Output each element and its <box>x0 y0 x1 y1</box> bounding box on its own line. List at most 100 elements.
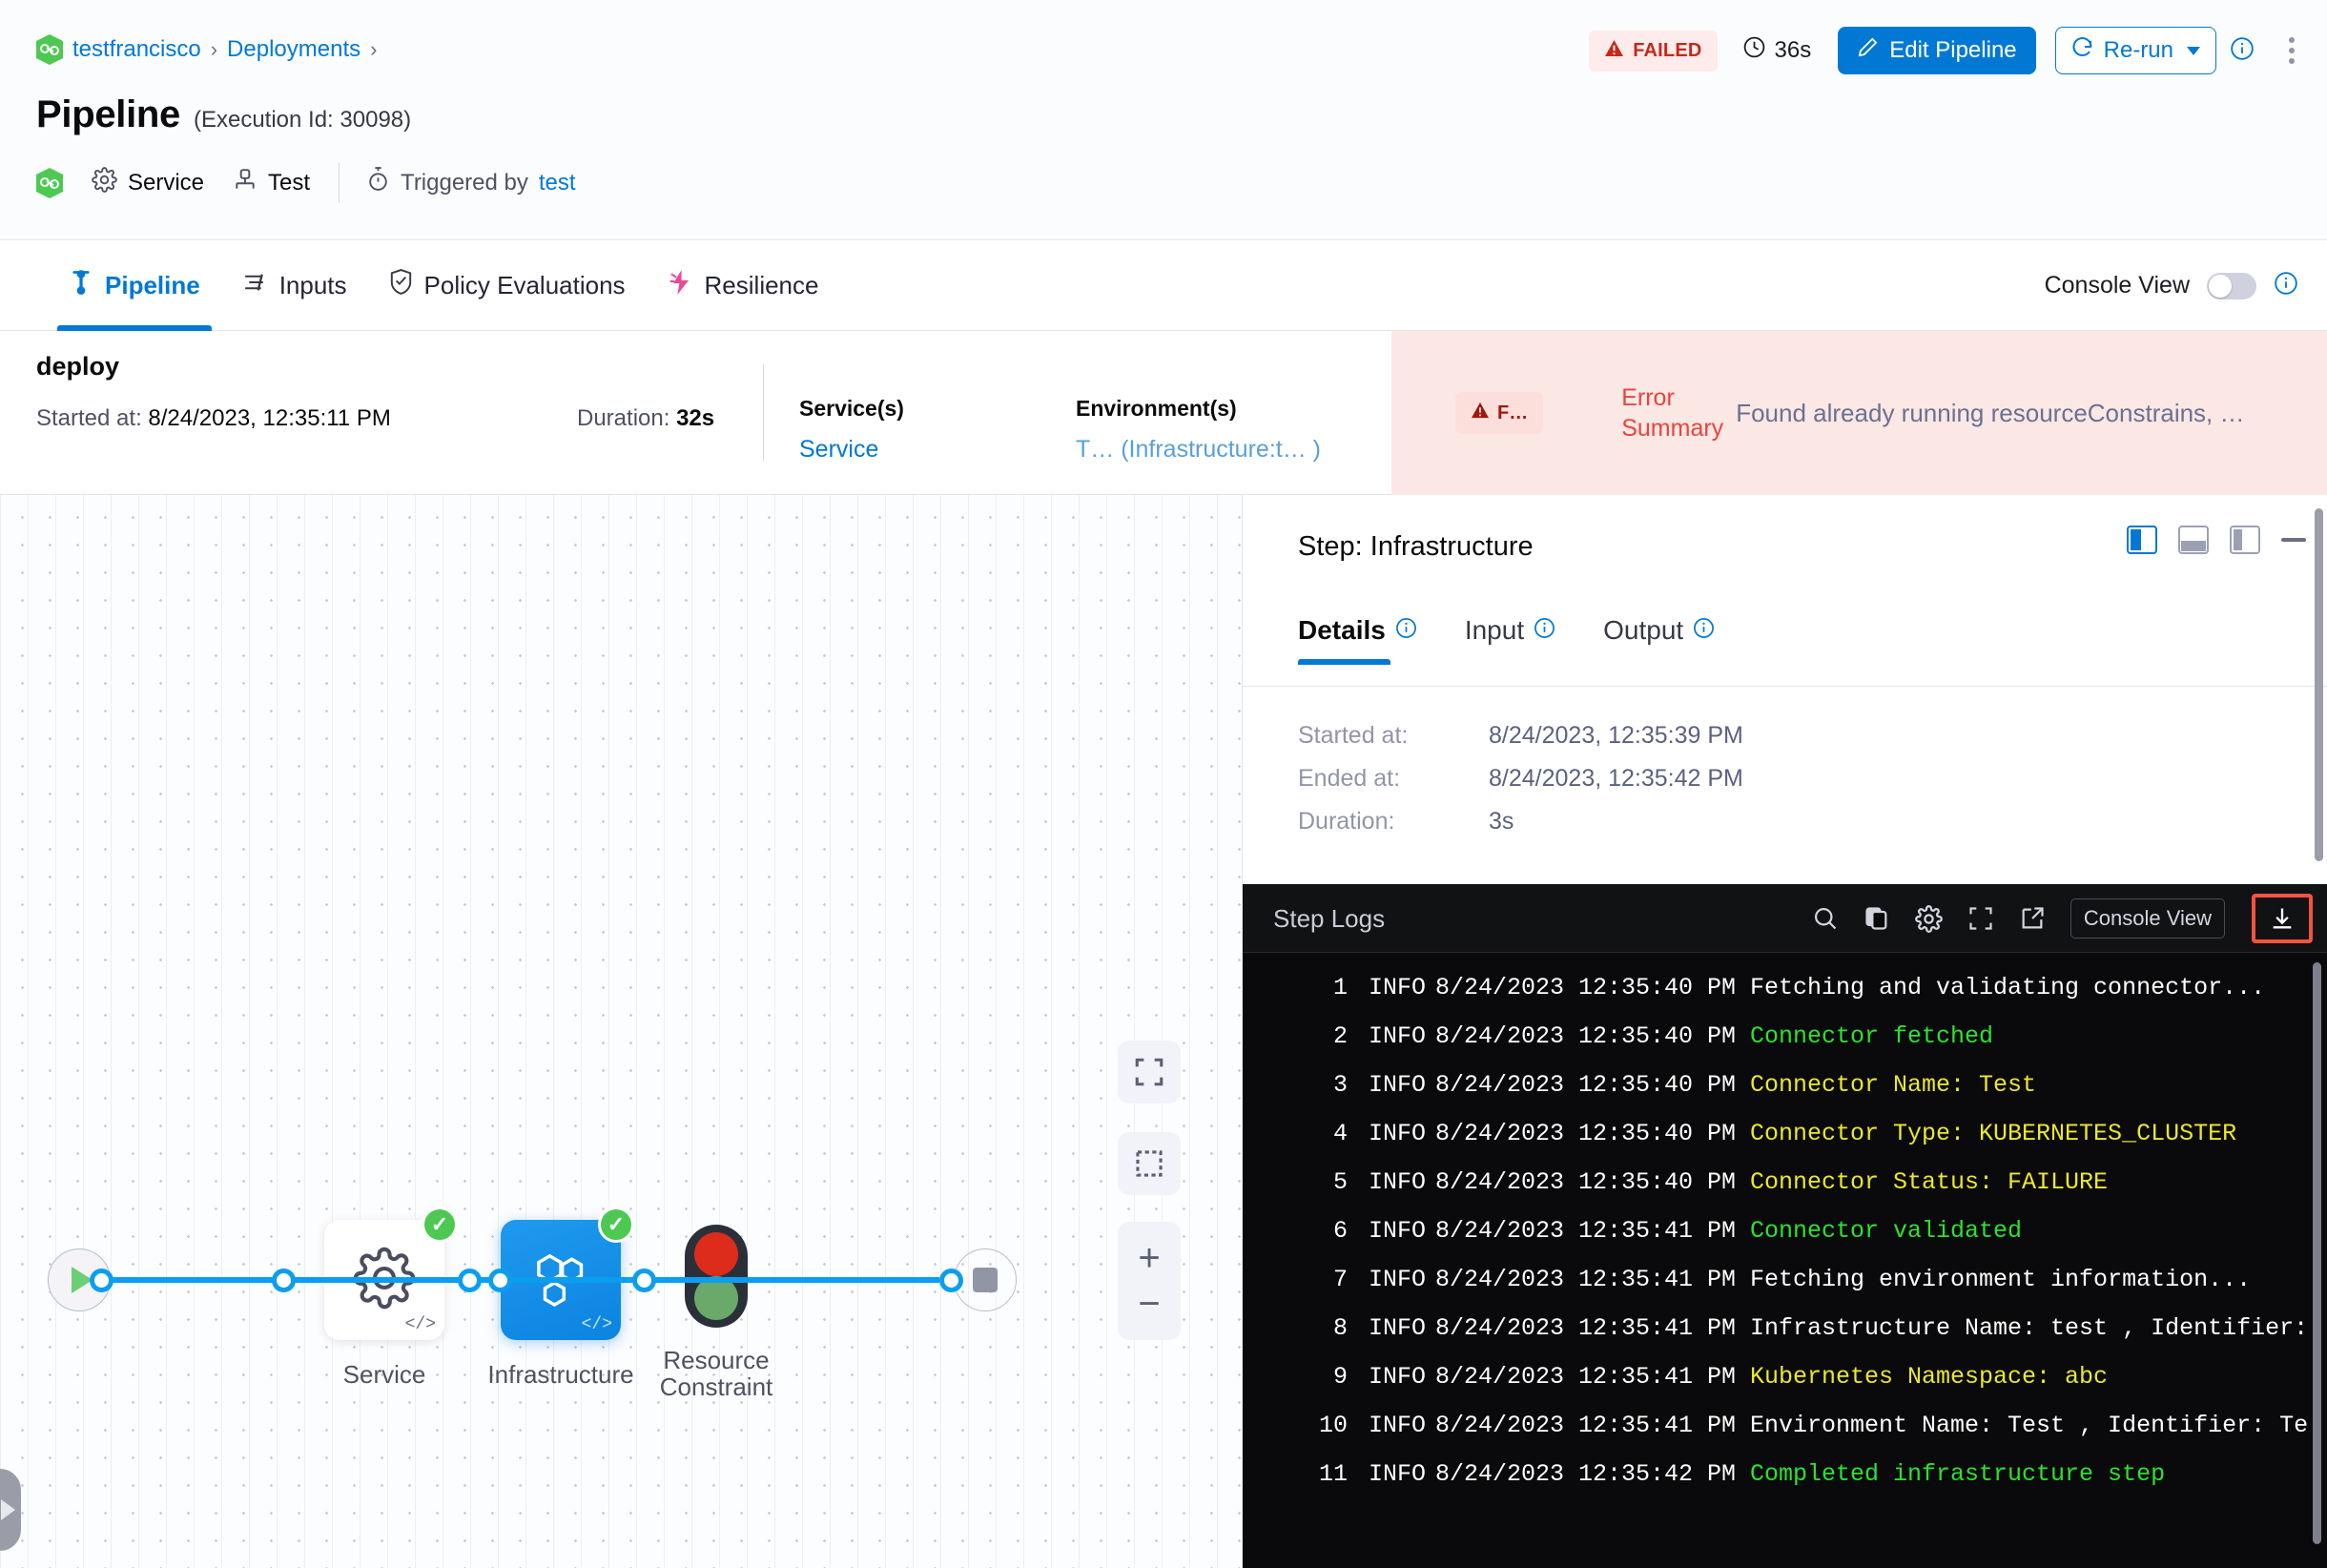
error-summary-label: Error Summary <box>1621 384 1724 442</box>
step-panel-tabs: Details Input Output <box>1298 615 1715 665</box>
info-icon[interactable] <box>1693 615 1715 646</box>
step-tab-details-label: Details <box>1298 615 1386 645</box>
zoom-in-button[interactable]: + <box>1138 1237 1161 1279</box>
start-node-icon <box>48 1248 111 1311</box>
left-drawer-handle[interactable] <box>0 1469 21 1551</box>
graph-node-start[interactable] <box>48 1248 111 1311</box>
log-message: Environment Name: Test , Identifier: Te <box>1750 1412 2309 1439</box>
step-panel-tab-divider <box>1243 686 2327 687</box>
download-logs-button[interactable] <box>2252 894 2313 943</box>
tab-policy-evaluations[interactable]: Policy Evaluations <box>368 240 647 331</box>
triggered-by-user[interactable]: test <box>538 170 576 196</box>
services-header: Service(s) <box>799 396 904 421</box>
resource-constraint-node-label: Resource Constraint <box>592 1347 840 1400</box>
layout-right-icon[interactable] <box>2230 526 2260 554</box>
error-status-badge-label: F… <box>1497 402 1529 423</box>
stage-started-label: Started at: <box>36 405 142 431</box>
environments-value[interactable]: T… (Infrastructure:t… ) <box>1076 436 1321 463</box>
breadcrumb-separator-2: › <box>370 37 378 61</box>
panel-scrollbar[interactable] <box>2315 508 2323 861</box>
resilience-icon <box>668 269 693 302</box>
environments-header: Environment(s) <box>1076 396 1237 421</box>
zoom-controls[interactable]: + − <box>1118 1222 1181 1340</box>
log-level: INFO <box>1369 1363 1427 1391</box>
log-line-number: 2 <box>1332 1022 1348 1050</box>
play-icon <box>71 1267 93 1293</box>
logs-console-view-button[interactable]: Console View <box>2070 898 2225 939</box>
log-line-number: 8 <box>1332 1314 1348 1342</box>
step-tab-input[interactable]: Input <box>1465 615 1555 665</box>
harness-badge-icon <box>36 168 63 198</box>
tab-resilience[interactable]: Resilience <box>647 240 840 331</box>
triggered-by-label: Triggered by <box>401 170 528 196</box>
pipeline-graph-canvas[interactable]: ✓ </> Service ✓ </> Infrastructure <box>0 495 1242 1568</box>
copy-icon[interactable] <box>1864 905 1890 932</box>
step-logs-toolbar: Console View <box>1812 884 2313 953</box>
fullscreen-icon[interactable] <box>1967 905 1994 932</box>
step-tab-details[interactable]: Details <box>1298 615 1417 665</box>
tab-inputs[interactable]: Inputs <box>221 240 368 331</box>
gear-icon <box>92 167 117 199</box>
console-view-info-icon[interactable] <box>2274 271 2298 300</box>
log-line-number: 1 <box>1332 974 1348 1001</box>
step-details-panel: Step: Infrastructure Details Input Outpu… <box>1242 495 2327 1568</box>
stage-started-value: 8/24/2023, 12:35:11 PM <box>148 405 391 431</box>
log-line-number: 3 <box>1332 1071 1348 1099</box>
meta-environment: Test <box>233 168 310 199</box>
main-tab-bar: Pipeline Inputs Policy Evaluations Resil… <box>0 240 2327 331</box>
harness-logo-icon <box>36 34 63 65</box>
fit-to-screen-button[interactable] <box>1118 1041 1181 1104</box>
graph-node-resource-constraint-box[interactable]: Resource Constraint <box>660 1225 772 1400</box>
infrastructure-node-label: Infrastructure <box>487 1360 634 1389</box>
open-external-icon[interactable] <box>2019 905 2046 932</box>
services-value[interactable]: Service <box>799 436 879 463</box>
layout-bottom-icon[interactable] <box>2178 526 2209 554</box>
re-run-button[interactable]: Re-run <box>2054 27 2216 74</box>
port-service-in <box>272 1269 296 1292</box>
port-service-out <box>458 1269 482 1292</box>
console-view-toggle[interactable] <box>2207 272 2256 299</box>
pipeline-icon <box>69 269 93 302</box>
tab-pipeline[interactable]: Pipeline <box>48 240 221 331</box>
port-infrastructure-out <box>632 1269 656 1292</box>
log-line-number: 7 <box>1332 1266 1348 1293</box>
status-badge: FAILED <box>1589 30 1718 72</box>
log-timestamp: 8/24/2023 12:35:40 PM <box>1435 1168 1737 1196</box>
chevron-down-icon <box>2187 46 2200 55</box>
stage-duration: Duration: 32s <box>577 405 714 432</box>
log-timestamp: 8/24/2023 12:35:41 PM <box>1435 1217 1737 1245</box>
edge-infrastructure-resource <box>453 1277 939 1283</box>
zoom-out-button[interactable]: − <box>1138 1283 1161 1325</box>
minimize-icon[interactable] <box>2281 538 2306 542</box>
marquee-select-button[interactable] <box>1118 1132 1181 1195</box>
gear-icon[interactable] <box>1914 904 1943 933</box>
info-icon[interactable] <box>2230 36 2255 66</box>
layout-left-icon[interactable] <box>2127 526 2157 554</box>
log-message: Connector Name: Test <box>1750 1071 2037 1099</box>
step-panel-layout-controls <box>2127 526 2306 554</box>
code-icon: </> <box>581 1315 612 1334</box>
log-timestamp: 8/24/2023 12:35:41 PM <box>1435 1314 1737 1342</box>
edit-pipeline-button[interactable]: Edit Pipeline <box>1838 27 2036 74</box>
step-tab-output[interactable]: Output <box>1603 615 1715 665</box>
log-message: Connector fetched <box>1750 1022 1994 1050</box>
info-icon[interactable] <box>1395 615 1417 646</box>
step-tab-output-label: Output <box>1603 615 1684 645</box>
top-actions: FAILED 36s Edit Pipeline Re-run <box>1589 27 2300 74</box>
traffic-red-light <box>694 1232 738 1276</box>
breadcrumb-deployments[interactable]: Deployments <box>227 36 361 62</box>
search-icon[interactable] <box>1812 905 1839 932</box>
success-check-icon: ✓ <box>422 1207 458 1243</box>
info-icon[interactable] <box>1534 615 1555 646</box>
breadcrumb-org[interactable]: testfrancisco <box>72 36 201 62</box>
graph-node-end[interactable] <box>954 1248 1017 1311</box>
tab-inputs-label: Inputs <box>278 271 347 299</box>
logs-scrollbar[interactable] <box>2313 962 2321 1544</box>
more-options-icon[interactable] <box>2283 31 2300 70</box>
inputs-icon <box>242 270 268 301</box>
